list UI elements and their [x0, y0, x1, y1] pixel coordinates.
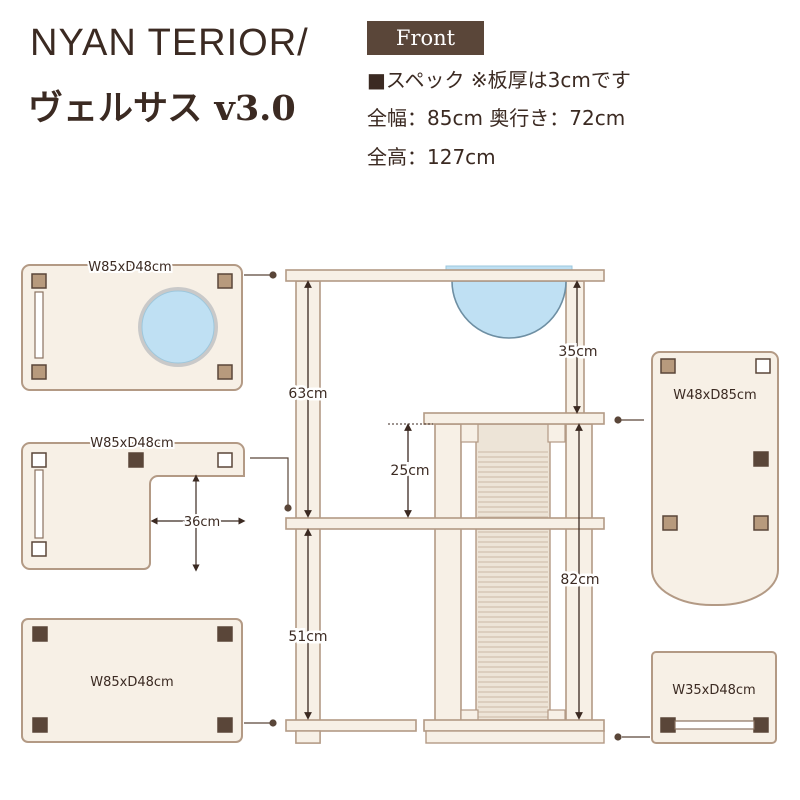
post-square — [31, 541, 47, 557]
connector-bar — [34, 469, 44, 539]
spec-line-2: 全幅：85cm 奥行き：72cm — [367, 106, 626, 130]
middle-board — [285, 517, 605, 530]
right-upper-shelf-plan: W48xD85cm — [651, 351, 779, 606]
spec-line-3: 全高：127cm — [367, 145, 496, 169]
scratcher-panel — [475, 423, 551, 733]
post-square — [217, 364, 233, 380]
right-base-plan: W35xD48cm — [651, 651, 777, 744]
middle-shelf-label: W85xD48cm — [90, 436, 173, 451]
right-base-board — [423, 719, 605, 732]
middle-gap-height: 25cm — [390, 463, 429, 479]
tower-front-view — [285, 265, 605, 744]
right-base-label: W35xD48cm — [672, 683, 755, 698]
post-square — [31, 452, 47, 468]
left-base-board — [285, 719, 417, 732]
middle-shelf-plan: W85xD48cm 36cm — [21, 434, 246, 572]
post-square — [217, 717, 233, 733]
post-square — [217, 273, 233, 289]
right-upper-board — [423, 412, 605, 425]
connector-bar — [34, 291, 44, 359]
post-square — [32, 626, 48, 642]
inner-post — [434, 423, 462, 733]
spec-line-1: ■スペック ※板厚は3cmです — [367, 68, 631, 92]
right-top-height: 35cm — [558, 344, 597, 360]
left-upper-height: 63cm — [288, 386, 327, 402]
base-label: W85xD48cm — [90, 675, 173, 690]
top-shelf-label: W85xD48cm — [88, 260, 171, 275]
measurement-arrows — [304, 280, 583, 720]
right-upper-shelf-label: W48xD85cm — [673, 388, 756, 403]
post-square — [31, 273, 47, 289]
leader-lines — [244, 271, 650, 741]
post-square — [128, 452, 144, 468]
bowl-hole — [141, 290, 215, 364]
brand-logo: NYAN TERIOR/ — [30, 22, 309, 64]
post-square — [32, 717, 48, 733]
product-title: ヴェルサス v3.0 — [28, 88, 296, 129]
cutout-width-label: 36cm — [184, 515, 220, 530]
right-lower-height: 82cm — [560, 572, 599, 588]
measurement-labels: 63cm 51cm 35cm 25cm 82cm — [286, 342, 602, 648]
bowl — [451, 280, 567, 339]
post-square — [217, 626, 233, 642]
top-shelf-plan: W85xD48cm — [21, 258, 243, 391]
post-square — [217, 452, 233, 468]
left-lower-height: 51cm — [288, 629, 327, 645]
view-tag: Front — [367, 21, 484, 55]
base-plan: W85xD48cm — [21, 618, 243, 743]
post-square — [31, 364, 47, 380]
top-board — [285, 269, 605, 282]
